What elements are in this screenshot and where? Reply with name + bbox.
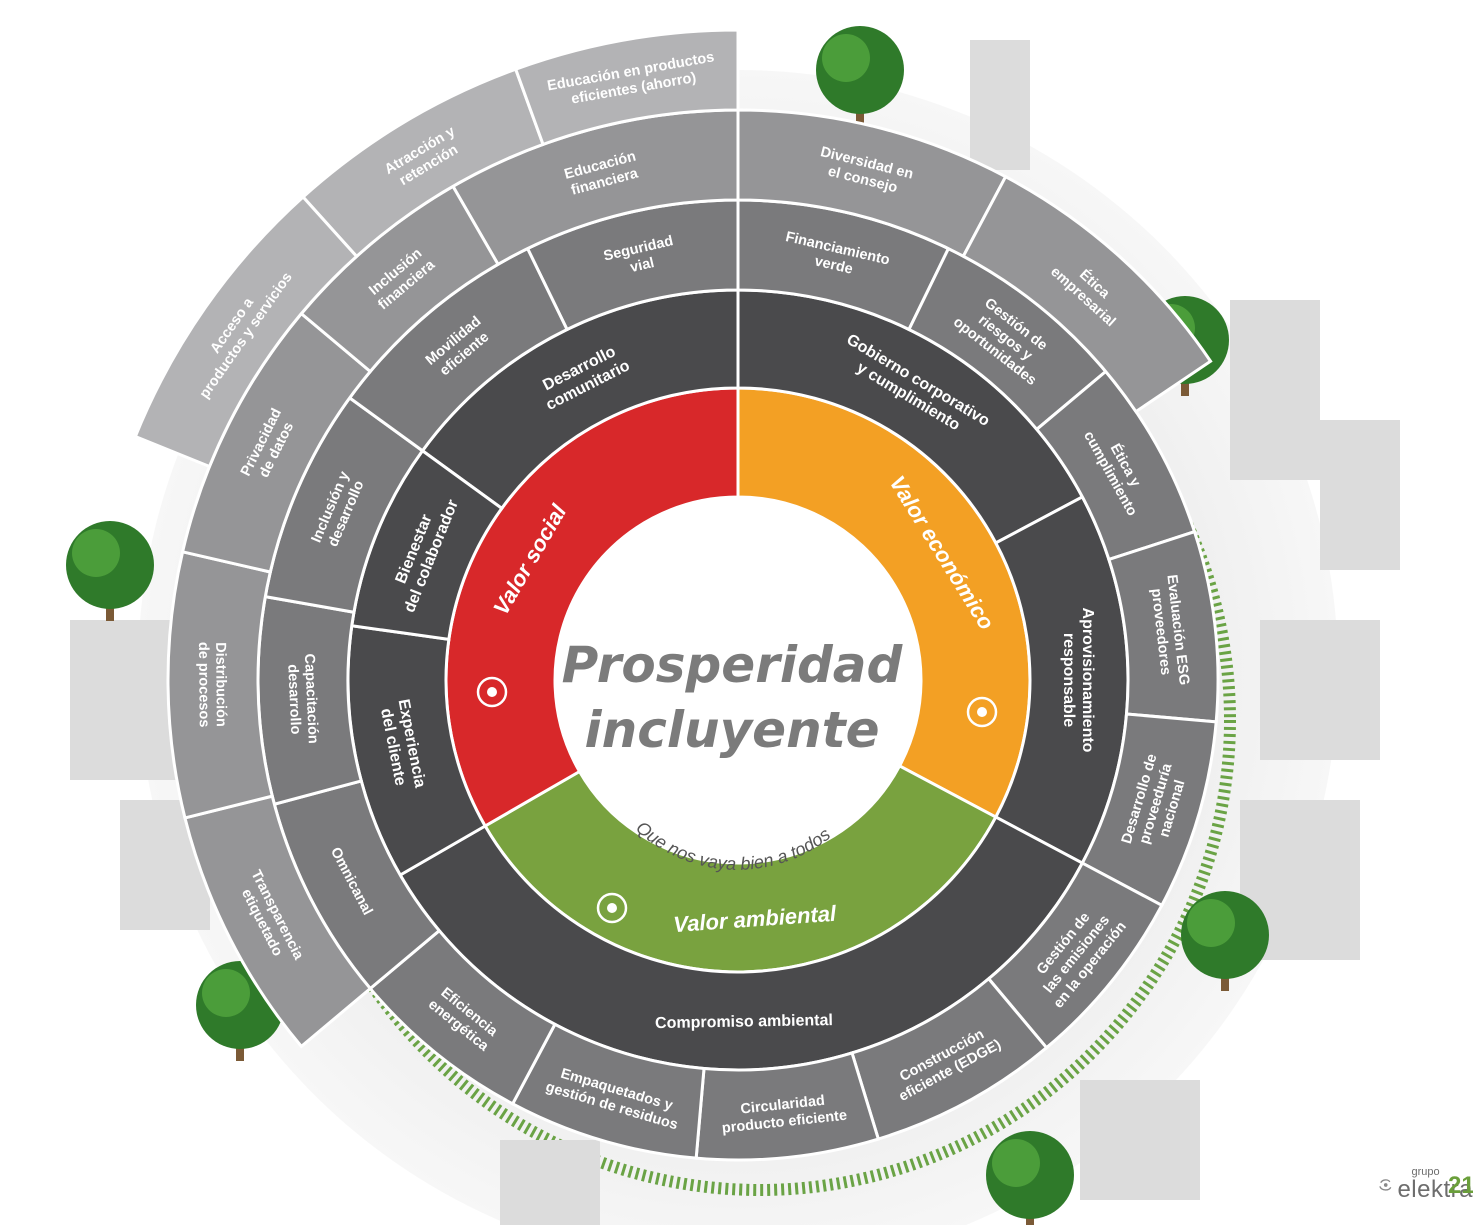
- segment-aprovisionamiento-responsable: Aprovisionamientoresponsable: [993, 494, 1130, 866]
- aprovisionamiento-responsable-label: Aprovisionamientoresponsable: [1060, 608, 1096, 753]
- capacitacion-label-line: Capacitación: [301, 653, 321, 744]
- tree: [66, 521, 154, 621]
- segment-experiencia-cliente: Experienciadel cliente: [346, 624, 488, 878]
- page-number: 21: [1448, 1172, 1473, 1199]
- elektra-logo-icon: [1379, 1178, 1392, 1191]
- distribucion-procesos-label: Distribuciónde procesos: [195, 642, 229, 728]
- acceso-productos-shape: [133, 194, 359, 469]
- brand-text: grupo elektra: [1397, 1167, 1473, 1202]
- segment-empaquetados: Empaquetados ygestión de residuos: [510, 1022, 706, 1160]
- segment-distribucion-procesos: Distribuciónde procesos: [166, 549, 275, 820]
- tree-highlight: [822, 34, 870, 82]
- capacitacion-label: Capacitacióndesarrollo: [284, 653, 321, 745]
- tree-highlight: [992, 1139, 1040, 1187]
- etica-empresarial-shape: [961, 174, 1213, 414]
- tree-highlight: [72, 529, 120, 577]
- segment-desarrollo-comunitario: Desarrollocomunitario: [420, 288, 740, 511]
- segment-diversidad-consejo: Diversidad enel consejo: [736, 108, 1008, 259]
- center-disc: [555, 497, 921, 863]
- climber-flag-icon: [966, 696, 998, 728]
- climber-flag-icon-ring: [966, 696, 998, 728]
- segment-privacidad-datos: Privacidadde datos: [180, 311, 373, 574]
- tree: [816, 26, 904, 126]
- segment-educacion-productos: Educación en productoseficientes (ahorro…: [513, 28, 740, 147]
- globe-cycle-icon-ring: [596, 892, 628, 924]
- segment-capacitacion: Capacitacióndesarrollo: [256, 594, 364, 807]
- segment-gestion-emisiones: Gestión delas emisionesen la operación: [986, 861, 1164, 1050]
- segment-desarrollo-proveeduria: Desarrollo deproveeduríanacional: [1080, 712, 1218, 908]
- segment-inclusion-desarrollo: Inclusión ydesarrollo: [263, 395, 425, 615]
- tree: [986, 1131, 1074, 1225]
- tree: [1181, 891, 1269, 991]
- brand-name: elektra: [1397, 1176, 1473, 1203]
- compromiso-ambiental-label-line: Compromiso ambiental: [655, 1012, 833, 1032]
- tree-highlight: [202, 969, 250, 1017]
- aprovisionamiento-responsable-label-line: Aprovisionamiento: [1079, 608, 1096, 753]
- brand-small-text: grupo: [1411, 1166, 1440, 1178]
- educacion-productos-shape: [513, 28, 740, 147]
- segment-transparencia-etiquetado: Transparenciaetiquetado: [183, 794, 373, 1049]
- segment-etica-cumplimiento: Ética ycumplimiento: [1034, 369, 1197, 562]
- segment-bienestar-colaborador: Bienestardel colaborador: [350, 448, 504, 642]
- capacitacion-label-line: desarrollo: [284, 664, 303, 735]
- handshake-gear-icon: [476, 676, 508, 708]
- center-title-line2: incluyente: [584, 701, 879, 759]
- climber-flag-icon-dot: [977, 707, 987, 717]
- segment-circularidad: Circularidadproducto eficiente: [694, 1051, 881, 1162]
- segment-eficiencia-energetica: Eficienciaenergética: [368, 928, 557, 1106]
- handshake-gear-icon-dot: [487, 687, 497, 697]
- compromiso-ambiental-label: Compromiso ambiental: [655, 1012, 833, 1032]
- brand-logo: grupo elektra: [1378, 1162, 1473, 1207]
- segment-etica-empresarial: Éticaempresarial: [961, 174, 1213, 414]
- tree-highlight: [1187, 899, 1235, 947]
- distribucion-procesos-label-line: de procesos: [195, 642, 212, 728]
- segment-evaluacion-esg: Evaluación ESGproveedores: [1107, 529, 1220, 724]
- seguridad-vial-label-line: vial: [629, 255, 656, 276]
- center-title-line1: Prosperidad: [562, 636, 904, 694]
- distribucion-procesos-label-line: Distribución: [212, 642, 229, 727]
- globe-cycle-icon: [596, 892, 628, 924]
- handshake-gear-icon-ring: [476, 676, 508, 708]
- globe-cycle-icon-dot: [607, 903, 617, 913]
- aprovisionamiento-responsable-label-line: responsable: [1060, 633, 1077, 727]
